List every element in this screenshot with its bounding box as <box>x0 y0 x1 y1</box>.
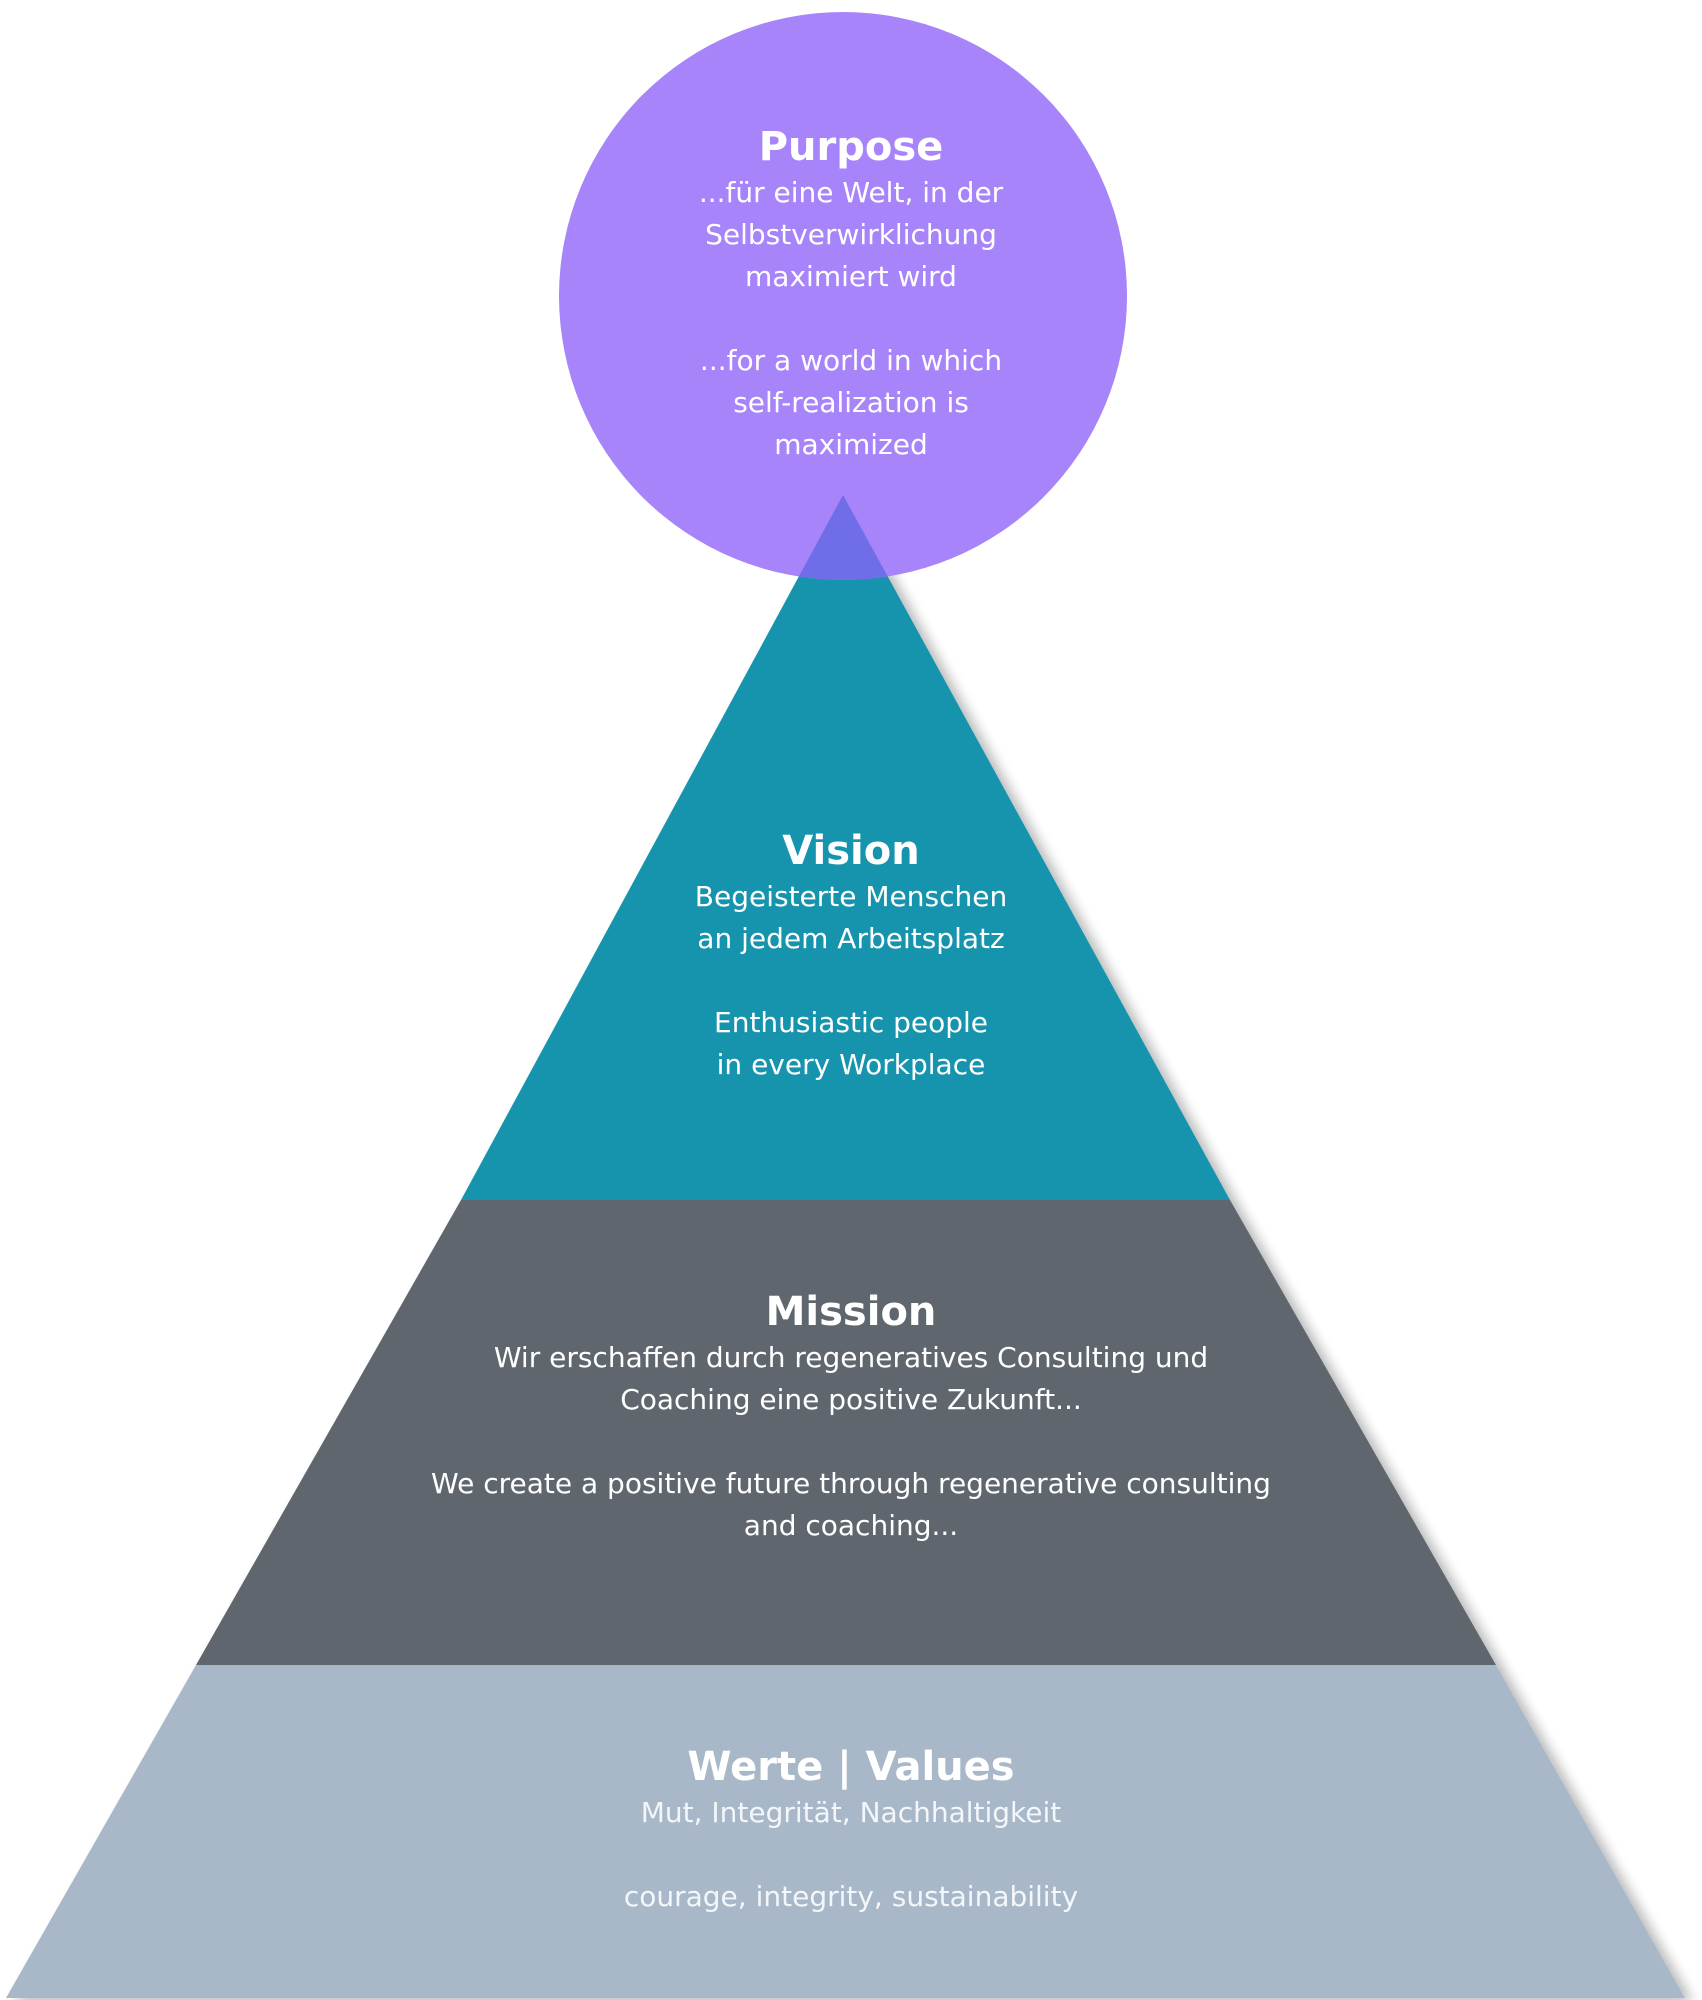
purpose-de-line-2: Selbstverwirklichung <box>705 218 997 251</box>
purpose-text-block: Purpose ...für eine Welt, in der Selbstv… <box>0 122 1702 466</box>
values-text-block: Werte | Values Mut, Integrität, Nachhalt… <box>0 1742 1702 1918</box>
values-de-line-1: Mut, Integrität, Nachhaltigkeit <box>640 1796 1062 1829</box>
mission-layer <box>196 1200 1496 1665</box>
purpose-de-line-1: ...für eine Welt, in der <box>698 176 1004 209</box>
mission-text-block: Mission Wir erschaffen durch regenerativ… <box>0 1287 1702 1547</box>
purpose-title: Purpose <box>758 124 944 170</box>
vision-title: Vision <box>782 828 920 874</box>
values-layer <box>6 1665 1685 1998</box>
purpose-de-line-3: maximiert wird <box>745 260 957 293</box>
mission-title: Mission <box>765 1289 937 1335</box>
purpose-en-line-3: maximized <box>774 428 928 461</box>
vision-de-line-1: Begeisterte Menschen <box>694 880 1008 913</box>
purpose-circle <box>559 12 1127 580</box>
values-title: Werte | Values <box>687 1744 1015 1790</box>
mission-de-line-2: Coaching eine positive Zukunft... <box>620 1383 1082 1416</box>
mission-de-line-1: Wir erschaffen durch regeneratives Consu… <box>493 1341 1209 1374</box>
vision-en-line-1: Enthusiastic people <box>714 1006 988 1039</box>
vision-text-block: Vision Begeisterte Menschen an jedem Arb… <box>0 826 1702 1086</box>
purpose-en-line-1: ...for a world in which <box>699 344 1003 377</box>
vision-de-line-2: an jedem Arbeitsplatz <box>697 922 1005 955</box>
mission-en-line-1: We create a positive future through rege… <box>431 1467 1271 1500</box>
values-en-line-1: courage, integrity, sustainability <box>623 1880 1079 1913</box>
purpose-en-line-2: self-realization is <box>733 386 969 419</box>
mission-en-line-2: and coaching... <box>743 1509 959 1542</box>
vision-layer <box>461 495 1230 1200</box>
vision-en-line-2: in every Workplace <box>716 1048 986 1081</box>
